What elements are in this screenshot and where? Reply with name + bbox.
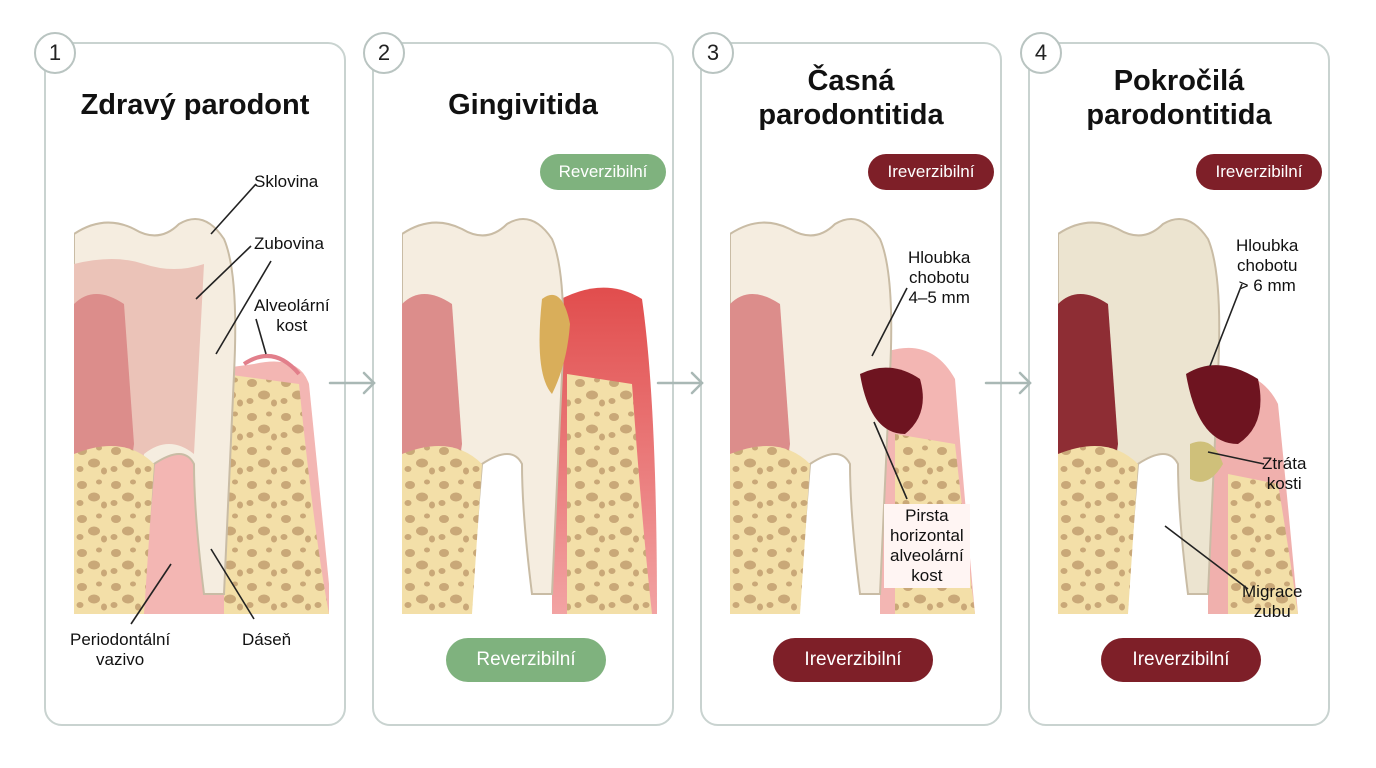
badge-irreversible: Ireverzibilní — [868, 154, 994, 190]
arrow-right-icon — [984, 371, 1032, 395]
tooth-illustration — [74, 218, 329, 614]
step-number-2: 2 — [363, 32, 405, 74]
status-irreversible: Ireverzibilní — [773, 638, 933, 682]
stage-panel-3: Časná parodontitida Ireverzibilní Hloubk… — [700, 42, 1002, 726]
step-number-1: 1 — [34, 32, 76, 74]
label-bone: Alveolární kost — [254, 296, 330, 335]
stage-title: Časná parodontitida — [758, 65, 944, 131]
label-ligament: Periodontální vazivo — [70, 630, 171, 669]
stage-panel-1: Zdravý parodont Sklovina Zubovina Alveol… — [44, 42, 346, 726]
badge-reversible: Reverzibilní — [540, 154, 666, 190]
label-tooth-migration: Migrace zubu — [1242, 582, 1303, 621]
label-enamel: Sklovina — [254, 172, 319, 191]
label-dentin: Zubovina — [254, 234, 324, 253]
leader-lines — [871, 287, 908, 500]
label-pocket-depth: Hloubka chobotu > 6 mm — [1236, 236, 1299, 295]
tooth-illustration — [402, 218, 657, 614]
arrow-right-icon — [328, 371, 376, 395]
stage-panel-2: Gingivitida Reverzibilní Reverzibilní — [372, 42, 674, 726]
status-irreversible: Ireverzibilní — [1101, 638, 1261, 682]
stage-panel-4: Pokročilá parodontitida Ireverzibilní Hl… — [1028, 42, 1330, 726]
stage-title: Zdravý parodont — [80, 89, 310, 121]
label-bone-loss: Pirsta horizontal alveolární kost — [884, 504, 970, 588]
leader-lines — [1164, 283, 1265, 590]
tooth-illustration — [1058, 218, 1298, 614]
label-gum: Dáseň — [242, 630, 292, 649]
leader-lines — [130, 183, 272, 625]
step-number-4: 4 — [1020, 32, 1062, 74]
label-pocket-depth: Hloubka chobotu 4–5 mm — [908, 248, 971, 307]
label-bone-loss: Ztráta kosti — [1262, 454, 1307, 493]
stage-title: Pokročilá parodontitida — [1086, 65, 1272, 131]
status-reversible: Reverzibilní — [446, 638, 606, 682]
arrow-right-icon — [656, 371, 704, 395]
stage-title: Gingivitida — [448, 89, 598, 121]
step-number-3: 3 — [692, 32, 734, 74]
badge-irreversible: Ireverzibilní — [1196, 154, 1322, 190]
